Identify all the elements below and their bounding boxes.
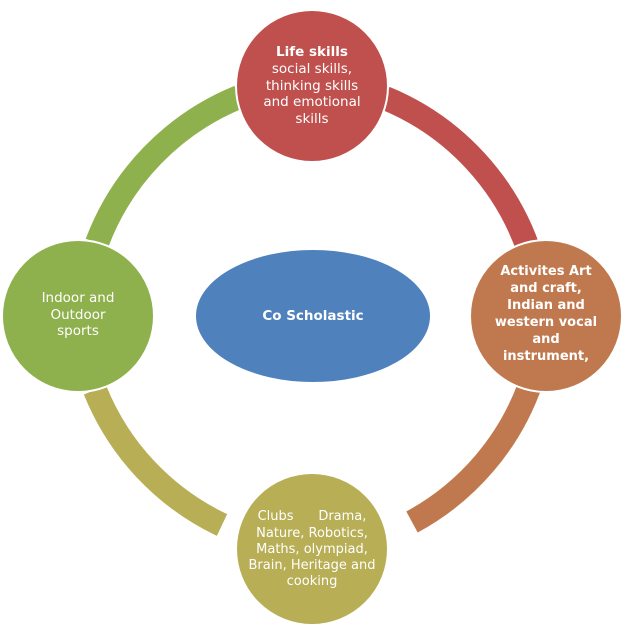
center-label: Co Scholastic bbox=[213, 296, 413, 336]
node-bottom-circle bbox=[235, 472, 389, 625]
node-top-circle bbox=[235, 9, 389, 163]
node-left-line: Indoor and bbox=[41, 289, 115, 306]
node-bottom-text: Clubs Drama, Nature, Robotics, Maths, ol… bbox=[234, 500, 390, 600]
node-bottom-line: Maths, olympiad, bbox=[256, 541, 368, 557]
center-label-text: Co Scholastic bbox=[262, 307, 364, 324]
arc-left-top bbox=[85, 85, 244, 248]
center-ellipse bbox=[194, 248, 432, 384]
node-right-line: and bbox=[532, 331, 560, 347]
node-top-title: Life skills bbox=[276, 43, 348, 60]
node-right-line: and craft, bbox=[510, 281, 582, 297]
node-left-text: Indoor and Outdoor sports bbox=[4, 280, 152, 350]
node-bottom-line: cooking bbox=[286, 574, 338, 590]
arc-bottom-left bbox=[83, 385, 228, 536]
node-bottom-line: Nature, Robotics, bbox=[256, 525, 368, 541]
node-top-line: social skills, bbox=[271, 60, 353, 77]
node-right-line: western vocal bbox=[494, 315, 598, 330]
node-top-text: Life skills social skills, thinking skil… bbox=[236, 30, 388, 142]
node-left-line: sports bbox=[57, 323, 99, 340]
node-bottom-line: Clubs Drama, bbox=[257, 509, 367, 525]
arc-top-right bbox=[380, 86, 543, 261]
node-right-line: Indian and bbox=[507, 298, 585, 314]
node-right-text: Activites Art and craft, Indian and west… bbox=[472, 250, 620, 380]
node-top-line: skills bbox=[295, 111, 329, 128]
node-right-line: Activites Art bbox=[500, 264, 592, 280]
node-top-line: thinking skills bbox=[265, 77, 359, 94]
node-bottom-line: Brain, Heritage and bbox=[248, 558, 376, 574]
node-right-line: instrument, bbox=[502, 348, 590, 364]
node-top-line: and emotional bbox=[263, 94, 361, 111]
node-left-line: Outdoor bbox=[50, 306, 106, 323]
arc-right-bottom bbox=[406, 377, 543, 533]
node-right-circle bbox=[469, 239, 623, 393]
node-left-circle bbox=[1, 239, 155, 393]
